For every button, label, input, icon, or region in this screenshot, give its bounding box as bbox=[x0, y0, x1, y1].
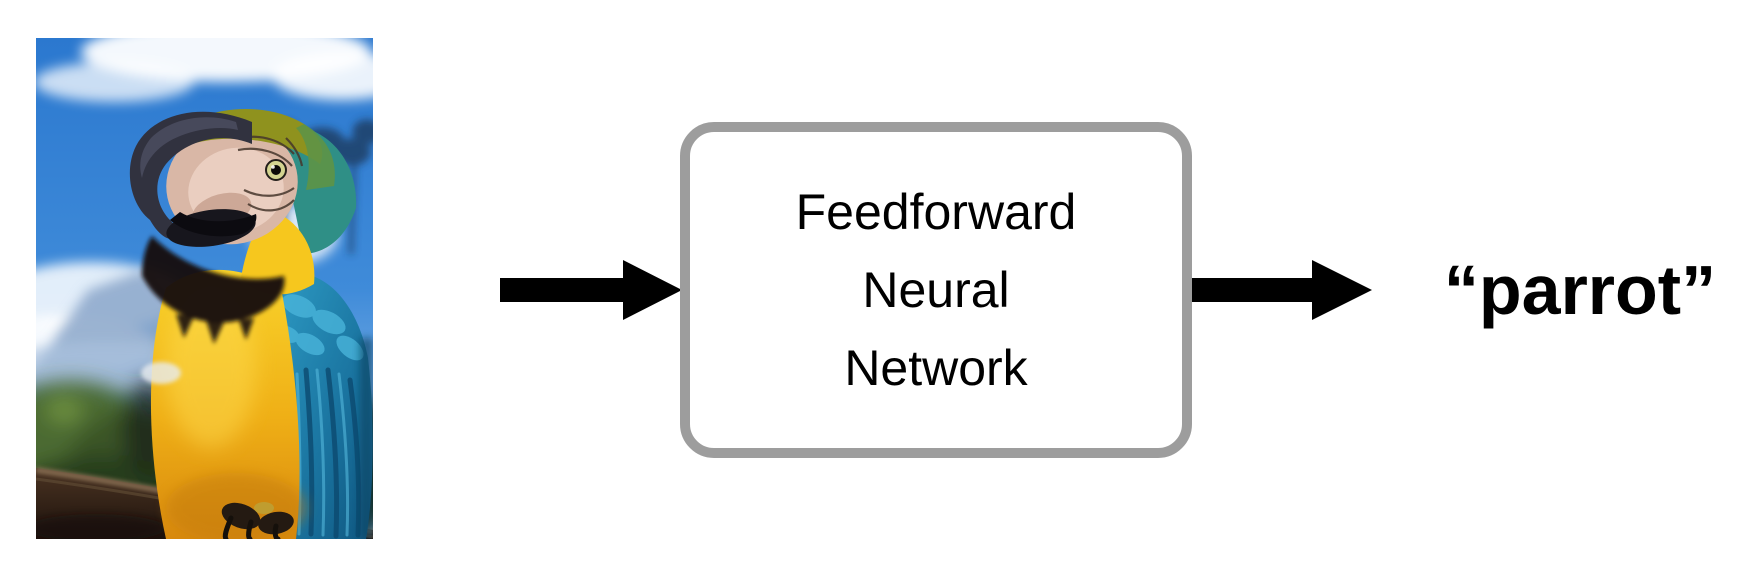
parrot-feet bbox=[221, 502, 294, 539]
parrot-photo-graphic bbox=[36, 38, 373, 539]
face-stripes bbox=[237, 135, 304, 212]
right-arrow-icon bbox=[1192, 260, 1372, 320]
input-arrow bbox=[500, 260, 682, 320]
box-line-2: Neural bbox=[862, 262, 1010, 318]
macaw-parrot-photo bbox=[36, 38, 373, 539]
box-line-3: Network bbox=[844, 340, 1028, 396]
wing-covert-feathers bbox=[272, 294, 364, 361]
parrot-head bbox=[129, 109, 335, 247]
parrot-bird bbox=[129, 109, 373, 539]
black-bib bbox=[142, 236, 285, 344]
right-arrow-icon bbox=[500, 260, 682, 320]
feedforward-network-box: Feedforward Neural Network bbox=[680, 122, 1192, 458]
box-line-1: Feedforward bbox=[795, 184, 1077, 240]
output-arrow bbox=[1192, 260, 1372, 320]
output-label: “parrot” bbox=[1443, 251, 1717, 329]
